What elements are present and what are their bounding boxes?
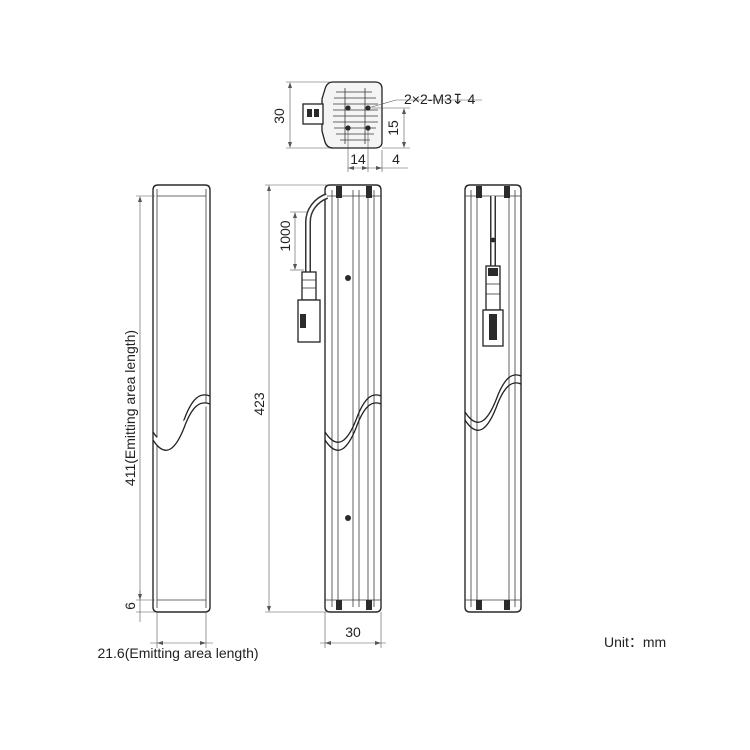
side-connector (301, 271, 317, 301)
emitting-width-label: 21.6(Emitting area length) (97, 645, 258, 661)
side-screw-top (345, 275, 351, 281)
mount-hole-3 (345, 125, 351, 131)
end-view-connector (302, 103, 324, 125)
end-view-height-label: 30 (271, 108, 287, 124)
side-width-label: 30 (345, 624, 361, 640)
end-margin-label: 6 (122, 602, 138, 610)
side-view-fins (325, 190, 381, 607)
emitting-length-label: 411(Emitting area length) (122, 330, 138, 486)
end-view-fins (333, 88, 378, 144)
rear-view-body (464, 184, 522, 613)
hole-spec-label: 2×2-M3↧ 4 (404, 91, 475, 107)
side-view-body (324, 184, 382, 613)
total-length-label: 423 (251, 392, 267, 416)
mount-hole-1 (345, 105, 351, 111)
hole-edge-label: 4 (392, 151, 400, 167)
front-view: 411(Emitting area length) 6 21.6(Emittin… (97, 184, 259, 661)
rear-break-line (464, 374, 522, 423)
front-view-body (152, 184, 211, 613)
side-screw-bottom (345, 515, 351, 521)
side-view: 1000 423 30 (251, 184, 386, 648)
mount-hole-4 (365, 125, 371, 131)
top-end-view: 30 15 2×2-M3↧ 4 14 4 (271, 81, 482, 172)
end-view-body (321, 81, 383, 149)
cable-length-label: 1000 (277, 220, 293, 251)
hole-offset-label: 15 (385, 120, 401, 136)
hole-spacing-label: 14 (350, 151, 366, 167)
rear-view (464, 184, 522, 613)
side-break-line (324, 394, 382, 443)
unit-label: Unit：mm (604, 634, 666, 650)
